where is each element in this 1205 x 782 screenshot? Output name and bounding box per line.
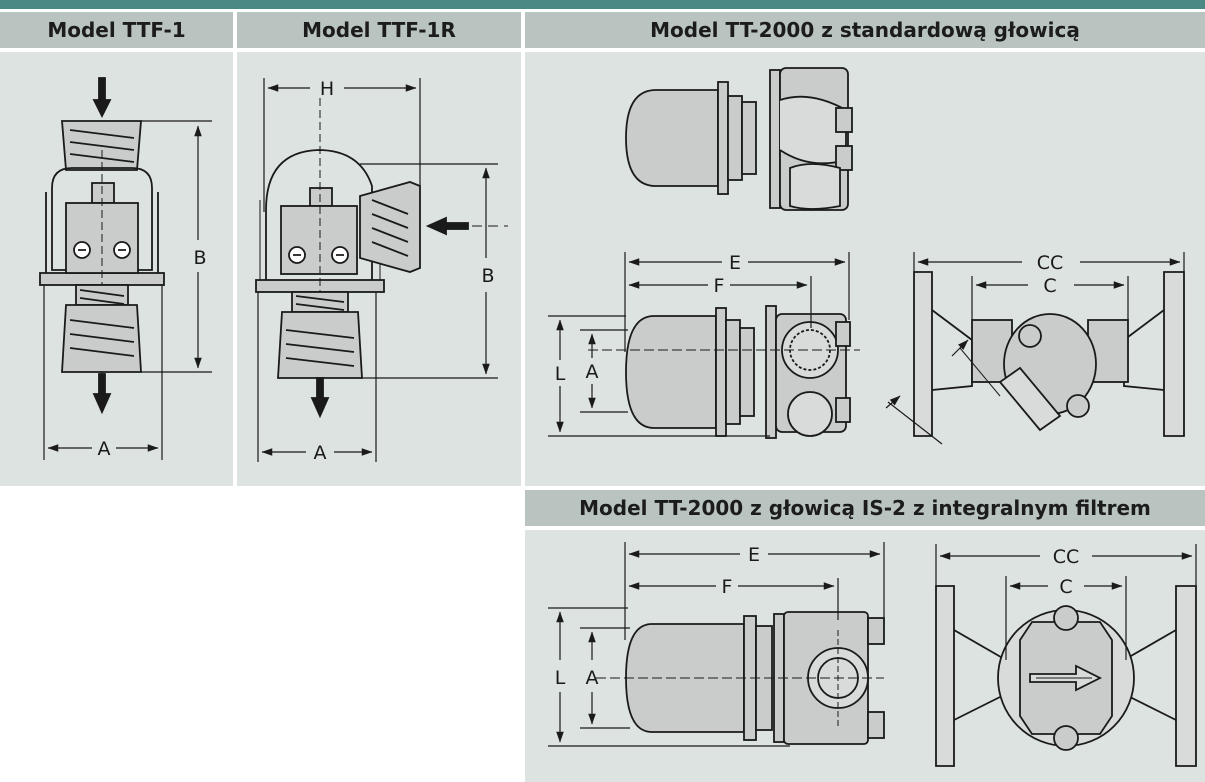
ttf1-dimensions [43,120,212,460]
is2-side-dim-f-label: F [722,576,733,598]
std-front-view-drawing [913,271,1185,437]
is2-side-dim-l-label: L [555,667,566,689]
std-front-view-dimensions [885,252,1185,445]
is2-side-view-dimensions [548,542,885,747]
is2-side-view-drawing [596,611,885,745]
ttf1-dim-a-label: A [98,438,111,460]
header-model-ttf1: Model TTF-1 [0,12,233,48]
is2-front-dim-cc-label: CC [1053,546,1080,568]
ttf1r-dim-a-label: A [314,442,327,464]
std-front-dim-c-label: C [1043,275,1056,297]
ttf1r-dim-h-label: H [320,78,334,100]
std-side-dim-e-label: E [729,252,741,274]
std-side-dim-a-label: A [586,361,599,383]
is2-side-dim-e-label: E [748,544,760,566]
ttf1r-trap-drawing [255,98,508,419]
is2-front-view-drawing [935,585,1197,767]
is2-front-view-dimensions [935,544,1197,660]
std-side-dim-f-label: F [714,275,725,297]
std-side-view-drawing [588,305,860,439]
ttf1r-dim-b-label: B [481,265,494,287]
header-model-tt2000-is2: Model TT-2000 z głowicą IS-2 z integraln… [525,490,1205,526]
std-top-view-drawing [625,67,853,211]
header-model-tt2000-standard: Model TT-2000 z standardową głowicą [525,12,1205,48]
is2-front-dim-c-label: C [1059,576,1072,598]
header-model-ttf1r: Model TTF-1R [237,12,521,48]
ttf1-trap-drawing [39,77,165,415]
ttf1-dim-b-label: B [193,247,206,269]
std-front-dim-cc-label: CC [1037,252,1064,274]
ttf1r-dimensions [257,78,498,462]
accent-bar [0,0,1205,9]
std-side-dim-l-label: L [555,363,566,385]
is2-side-dim-a-label: A [586,667,599,689]
std-side-view-dimensions [548,252,850,437]
